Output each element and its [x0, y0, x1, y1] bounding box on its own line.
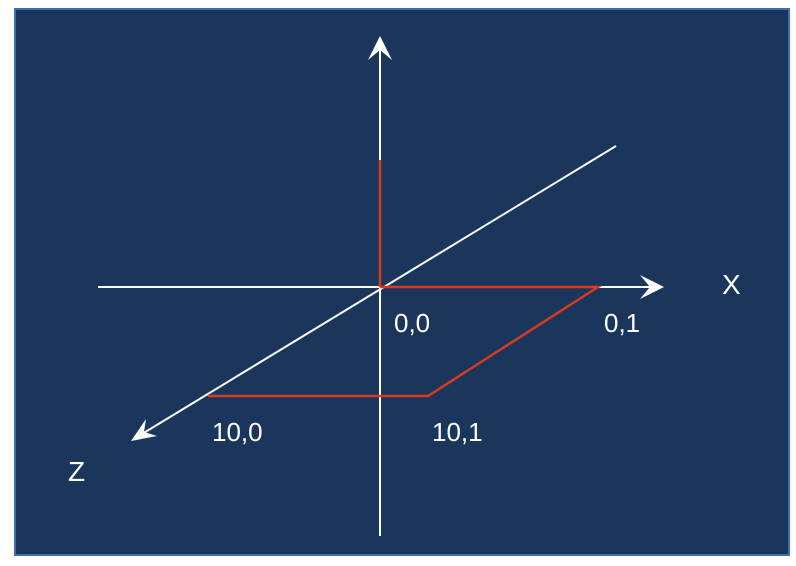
vertical-axis-arrowhead	[368, 36, 392, 60]
path-outline	[208, 285, 603, 398]
corner-label: 10,1	[432, 417, 483, 447]
z-axis-label: Z	[68, 456, 85, 487]
x-axis-arrowhead	[640, 275, 664, 299]
x-end-label: 0,1	[604, 308, 640, 338]
diagram-panel	[14, 8, 790, 556]
diagram-background	[16, 10, 788, 554]
origin-label: 0,0	[394, 308, 430, 338]
z-axis-arrowhead	[131, 419, 157, 441]
x-axis-label: X	[722, 269, 741, 300]
z-axis	[141, 145, 617, 435]
z-end-label: 10,0	[212, 417, 263, 447]
